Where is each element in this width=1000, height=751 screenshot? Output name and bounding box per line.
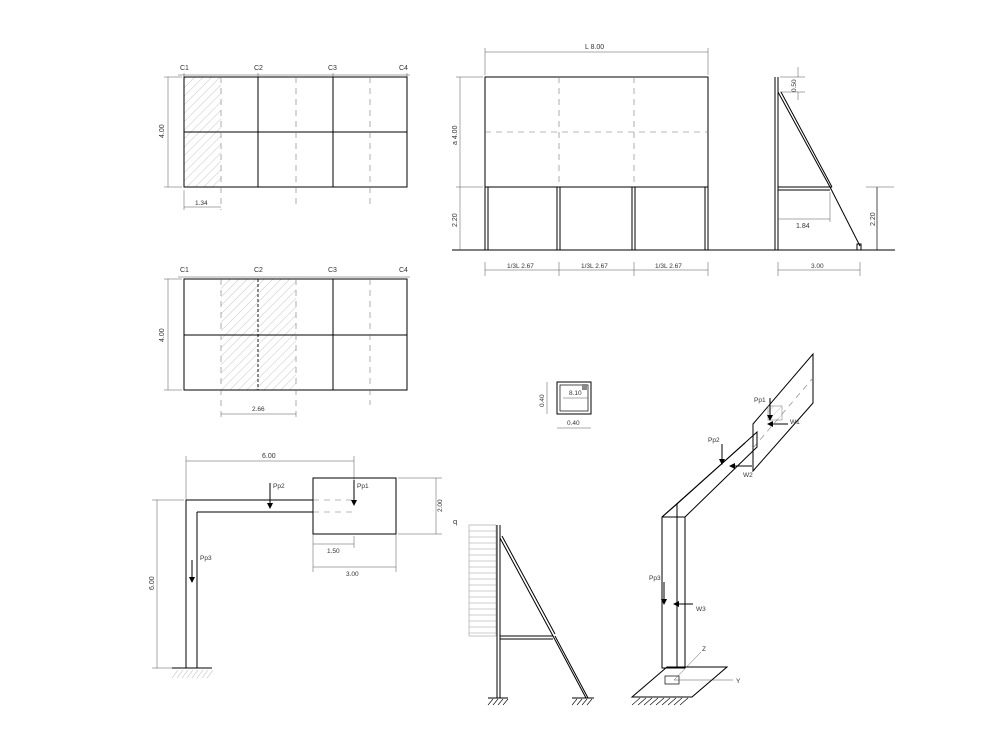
- iso-load-label: Pp2: [708, 437, 720, 444]
- plan2-col-label: C3: [328, 267, 337, 274]
- distributed-load-label: q: [453, 517, 457, 526]
- wind-load-block: [468, 524, 497, 637]
- plan1-col-label: C4: [399, 65, 408, 72]
- iso-load-label: Pp1: [754, 397, 766, 404]
- bay-dim: 1/3L 2.67: [655, 263, 682, 270]
- frame-height-dim: 6.00: [149, 576, 156, 590]
- plan-view-1: C1 C2 C3 C4 4.00 1.34: [159, 65, 410, 210]
- plan1-col-label: C2: [254, 65, 263, 72]
- plan1-col-label: C1: [180, 65, 189, 72]
- frame-span-dim: 6.00: [262, 453, 276, 460]
- iso-load-label: Pp3: [649, 575, 661, 582]
- frame-model: 6.00 Pp2 Pp1 Pp3 2.00 1.50 3.00 6.00: [149, 453, 444, 679]
- elevation-length-dim: L 8.00: [585, 44, 604, 51]
- side-brace-dim: 1.84: [796, 223, 810, 230]
- iso-load-label: W1: [790, 419, 800, 426]
- post-cross-section: 8.10 0.40 0.40: [539, 381, 592, 429]
- frame-panel-width-dim: 3.00: [346, 571, 359, 578]
- load-label: Pp2: [273, 483, 285, 490]
- plan2-tributary-dim: 2.66: [252, 406, 265, 413]
- load-label: Pp1: [357, 483, 369, 490]
- wind-load-model: q: [453, 517, 594, 706]
- side-view: 0.50 1.84 2.20 3.00: [774, 67, 894, 276]
- bay-dim: 1/3L 2.67: [581, 263, 608, 270]
- plan1-height-dim: 4.00: [159, 124, 166, 138]
- side-top-dim: 0.50: [791, 79, 798, 92]
- plan2-col-label: C1: [180, 267, 189, 274]
- plan2-col-label: C2: [254, 267, 263, 274]
- frame-half-dim: 1.50: [327, 548, 340, 555]
- plan2-height-dim: 4.00: [159, 328, 166, 342]
- side-height-dim: 2.20: [870, 212, 877, 226]
- axis-label: Z: [702, 646, 706, 653]
- iso-load-label: W3: [696, 606, 706, 613]
- plan-view-2: C1 C2 C3 C4 4.00 2.66: [159, 267, 410, 418]
- plan2-col-label: C4: [399, 267, 408, 274]
- section-thickness: 8.10: [569, 390, 582, 397]
- iso-load-label: W2: [743, 472, 753, 479]
- elevation-post-dim: 2.20: [452, 213, 459, 227]
- axis-label: Y: [736, 678, 741, 685]
- bay-dim: 1/3L 2.67: [507, 263, 534, 270]
- front-elevation: L 8.00 a 4.00 2.20 1/3L 2.67 1/3L 2.67 1…: [452, 44, 895, 276]
- iso-sign-panel: [752, 352, 814, 473]
- frame-sign-panel: [312, 477, 397, 535]
- section-height-dim: 0.40: [539, 394, 546, 407]
- side-base-dim: 3.00: [811, 263, 824, 270]
- elevation-panel-dim: a 4.00: [452, 125, 459, 145]
- load-label: Pp3: [200, 555, 212, 562]
- section-width-dim: 0.40: [567, 420, 580, 427]
- isometric-model: Pp1 W1 Pp2 W2 Pp3 W3 Z Y: [630, 352, 814, 706]
- plan1-col-label: C3: [328, 65, 337, 72]
- frame-panel-height-dim: 2.00: [437, 499, 444, 512]
- plan1-tributary-dim: 1.34: [195, 200, 208, 207]
